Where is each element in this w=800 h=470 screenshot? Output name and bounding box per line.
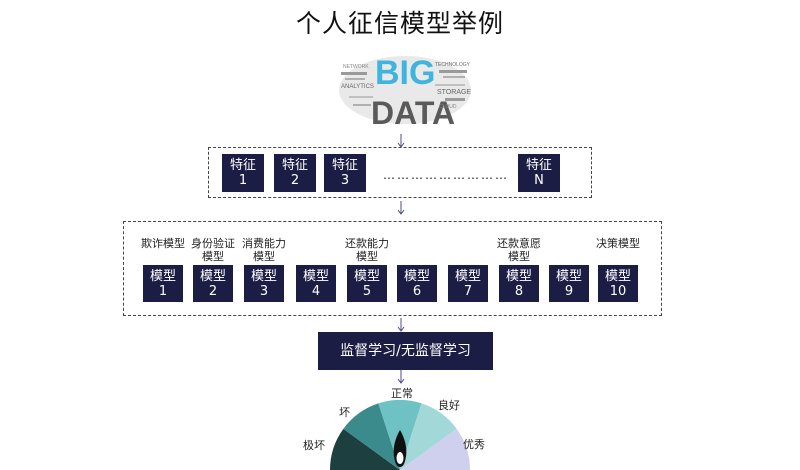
big-data-image: BIG DATA ANALYTICS STORAGE TECHNOLOGY NE… xyxy=(335,42,475,134)
feature-number: 2 xyxy=(290,173,300,188)
gauge-label-very-bad: 极坏 xyxy=(303,439,325,452)
model-number: 1 xyxy=(158,283,168,299)
gauge-label-good: 良好 xyxy=(438,399,460,412)
model-number: 4 xyxy=(311,283,321,299)
feature-label: 特征 xyxy=(525,158,552,173)
needle-hub xyxy=(396,452,404,464)
feature-box-n: 特征 N xyxy=(518,154,560,192)
arrow-down-icon xyxy=(397,370,405,384)
model-container xyxy=(123,221,662,316)
model-box-5: 模型 5 xyxy=(347,265,387,302)
gauge-label-bad: 坏 xyxy=(339,406,350,419)
arrow-down-icon xyxy=(397,318,405,332)
model-label: 模型 xyxy=(199,268,226,284)
model-caption-10: 决策模型 xyxy=(596,237,640,250)
model-box-4: 模型 4 xyxy=(296,265,336,302)
model-box-6: 模型 6 xyxy=(397,265,437,302)
model-number: 3 xyxy=(259,283,269,299)
feature-label: 特征 xyxy=(281,158,308,173)
word-technology: TECHNOLOGY xyxy=(435,62,471,68)
model-label: 模型 xyxy=(555,268,582,284)
model-number: 8 xyxy=(514,283,524,299)
model-label: 模型 xyxy=(250,268,277,284)
feature-label: 特征 xyxy=(229,158,256,173)
model-caption-5: 还款能力 模型 xyxy=(345,237,389,263)
model-number: 9 xyxy=(564,283,574,299)
arrow-down-icon xyxy=(397,201,405,215)
model-label: 模型 xyxy=(302,268,329,284)
feature-box-2: 特征 2 xyxy=(274,154,316,192)
feature-number: 3 xyxy=(340,173,350,188)
model-box-9: 模型 9 xyxy=(549,265,589,302)
big-text: BIG xyxy=(375,54,435,92)
gauge-segment-good xyxy=(400,403,457,470)
big-data-cloud-icon: BIG DATA ANALYTICS STORAGE TECHNOLOGY NE… xyxy=(339,54,471,131)
word-network: NETWORK xyxy=(343,64,369,70)
feature-ellipsis: ……………………… xyxy=(383,168,508,182)
model-box-10: 模型 10 xyxy=(598,265,638,302)
feature-number: N xyxy=(534,173,544,188)
learning-box: 监督学习/无监督学习 xyxy=(318,332,493,370)
model-label: 模型 xyxy=(505,268,532,284)
model-box-7: 模型 7 xyxy=(448,265,488,302)
data-text: DATA xyxy=(371,95,455,131)
model-label: 模型 xyxy=(454,268,481,284)
gauge-label-excellent: 优秀 xyxy=(463,438,485,451)
word-cloud: CLOUD xyxy=(439,104,457,110)
credit-gauge xyxy=(330,400,470,470)
feature-box-3: 特征 3 xyxy=(324,154,366,192)
feature-box-1: 特征 1 xyxy=(222,154,264,192)
learning-label: 监督学习/无监督学习 xyxy=(340,342,471,359)
word-analytics: ANALYTICS xyxy=(341,84,374,90)
model-box-8: 模型 8 xyxy=(499,265,539,302)
model-label: 模型 xyxy=(403,268,430,284)
model-box-2: 模型 2 xyxy=(193,265,233,302)
model-number: 6 xyxy=(412,283,422,299)
model-caption-2: 身份验证 模型 xyxy=(191,237,235,263)
word-storage: STORAGE xyxy=(437,89,471,96)
gauge-label-normal: 正常 xyxy=(391,387,413,400)
model-label: 模型 xyxy=(604,268,631,284)
feature-container xyxy=(208,147,592,198)
model-number: 7 xyxy=(463,283,473,299)
model-label: 模型 xyxy=(149,268,176,284)
model-box-1: 模型 1 xyxy=(143,265,183,302)
feature-label: 特征 xyxy=(331,158,358,173)
model-box-3: 模型 3 xyxy=(244,265,284,302)
model-label: 模型 xyxy=(353,268,380,284)
page-title: 个人征信模型举例 xyxy=(295,9,504,38)
model-number: 10 xyxy=(609,283,627,299)
model-caption-1: 欺诈模型 xyxy=(141,237,185,250)
feature-number: 1 xyxy=(238,173,248,188)
arrow-down-icon xyxy=(397,134,405,148)
model-number: 2 xyxy=(208,283,218,299)
model-number: 5 xyxy=(362,283,372,299)
gauge-segment-very-bad xyxy=(330,428,400,470)
model-caption-3: 消费能力 模型 xyxy=(242,237,286,263)
gauge-segment-bad xyxy=(343,403,400,470)
gauge-segment-excellent xyxy=(400,428,470,470)
model-caption-8: 还款意愿 模型 xyxy=(497,237,541,263)
